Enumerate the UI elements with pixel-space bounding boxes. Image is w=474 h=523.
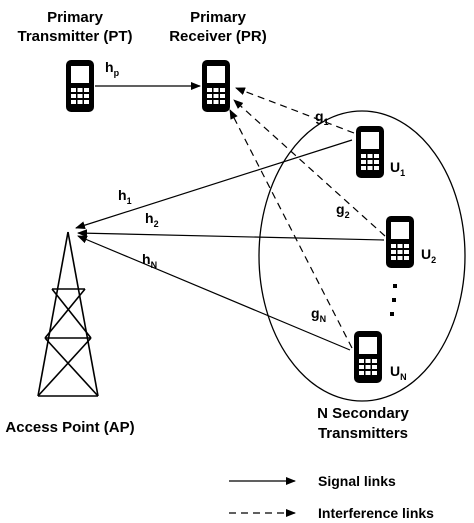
signal-link-h1 <box>75 139 353 230</box>
more-users-dots <box>390 284 397 316</box>
legend-interference-label: Interference links <box>318 505 434 521</box>
g1-label: g1 <box>315 108 329 127</box>
legend-signal-label: Signal links <box>318 473 396 489</box>
h1-label: h1 <box>118 187 132 206</box>
signal-link-hn <box>77 235 351 351</box>
pr-title-line2: Receiver (PR) <box>169 28 267 45</box>
pt-title-line2: Transmitter (PT) <box>17 28 132 45</box>
h2-label: h2 <box>145 210 159 229</box>
gn-label: gN <box>311 305 326 324</box>
interference-link-gn <box>229 109 353 349</box>
hp-label: hp <box>105 59 120 78</box>
un-label: UN <box>390 363 407 382</box>
secondary-group-ellipse <box>258 110 466 402</box>
pt-title-line1: Primary <box>47 9 104 26</box>
secondary-group-line2: Transmitters <box>318 425 408 442</box>
interference-link-g2 <box>233 99 386 237</box>
ap-label: Access Point (AP) <box>5 419 134 436</box>
pr-phone-icon <box>202 60 230 112</box>
u1-label: U1 <box>390 159 405 178</box>
hn-label: hN <box>142 251 157 270</box>
access-point-tower-icon <box>37 231 99 397</box>
pr-title-line1: Primary <box>190 9 247 26</box>
signal-link-h2 <box>77 229 385 241</box>
u2-phone-icon <box>386 216 414 268</box>
u1-phone-icon <box>356 126 384 178</box>
interference-link-g1 <box>235 87 355 134</box>
un-phone-icon <box>354 331 382 383</box>
pt-phone-icon <box>66 60 94 112</box>
secondary-group-line1: N Secondary <box>317 405 409 422</box>
g2-label: g2 <box>336 201 350 220</box>
u2-label: U2 <box>421 246 436 265</box>
